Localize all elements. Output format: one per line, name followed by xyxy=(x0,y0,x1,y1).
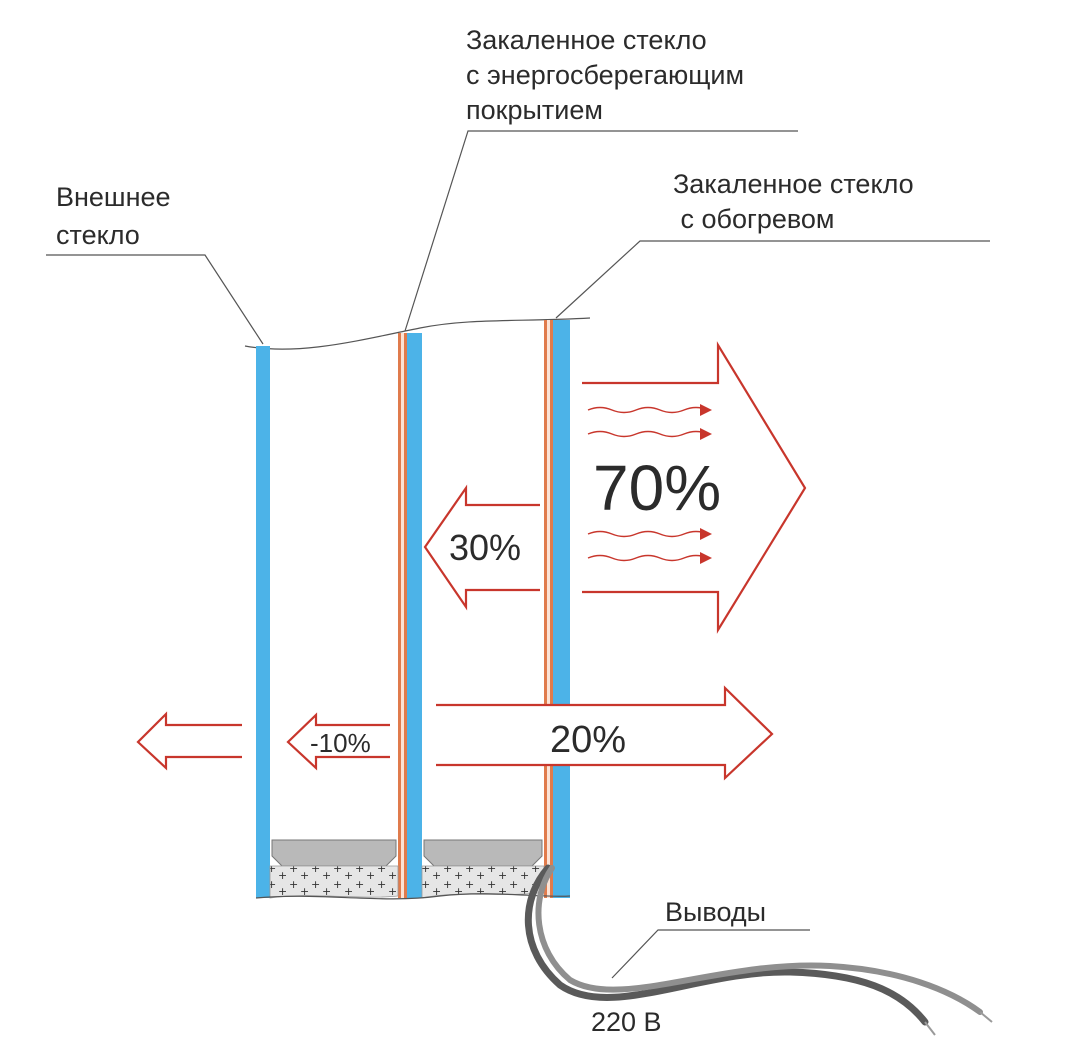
middle-pane-coating-outer xyxy=(398,333,401,898)
spacer-right xyxy=(421,839,545,899)
middle-glass-pane xyxy=(407,333,422,898)
voltage-label: 220 В xyxy=(591,1007,662,1037)
top-cut-line xyxy=(244,317,591,350)
lead-cables xyxy=(524,864,993,1036)
callout-lowe-line1: Закаленное стекло xyxy=(466,25,707,55)
middle-pane-coating-inner xyxy=(404,333,407,898)
callout-leads: Выводы xyxy=(665,897,766,927)
middle-pane-gap xyxy=(401,333,404,898)
heat-waves xyxy=(587,404,712,564)
callout-heated-line1: Закаленное стекло xyxy=(673,169,914,199)
pct-to-middle-pane: 20% xyxy=(550,719,626,761)
arrow-through-outer xyxy=(286,712,390,771)
outer-glass-pane xyxy=(256,346,270,898)
heated-pane-gap xyxy=(547,320,550,898)
heated-pane-coating-outer xyxy=(544,320,547,898)
leader-heated-glass xyxy=(555,240,990,319)
heated-pane-coating-inner xyxy=(550,320,553,898)
leader-leads xyxy=(611,929,810,979)
pct-into-room: 70% xyxy=(593,452,721,524)
pct-reflected: 30% xyxy=(449,527,521,568)
leader-outer-glass xyxy=(46,254,264,345)
arrow-to-middle-pane xyxy=(436,685,774,781)
callout-outer-glass-line1: Внешнее xyxy=(56,182,171,212)
spacer-left xyxy=(269,839,399,899)
callout-outer-glass-line2: стекло xyxy=(56,220,140,250)
arrow-outside xyxy=(136,711,242,771)
callout-heated-line2: с обогревом xyxy=(673,204,835,234)
leader-lowe-glass xyxy=(404,130,798,332)
pct-through-outer: -10% xyxy=(310,728,371,758)
arrow-reflected xyxy=(423,484,540,611)
heated-glass-pane xyxy=(553,320,570,898)
callout-lowe-line3: покрытием xyxy=(466,95,603,125)
arrow-into-room xyxy=(582,341,807,634)
callout-lowe-line2: с энергосберегающим xyxy=(466,60,744,90)
